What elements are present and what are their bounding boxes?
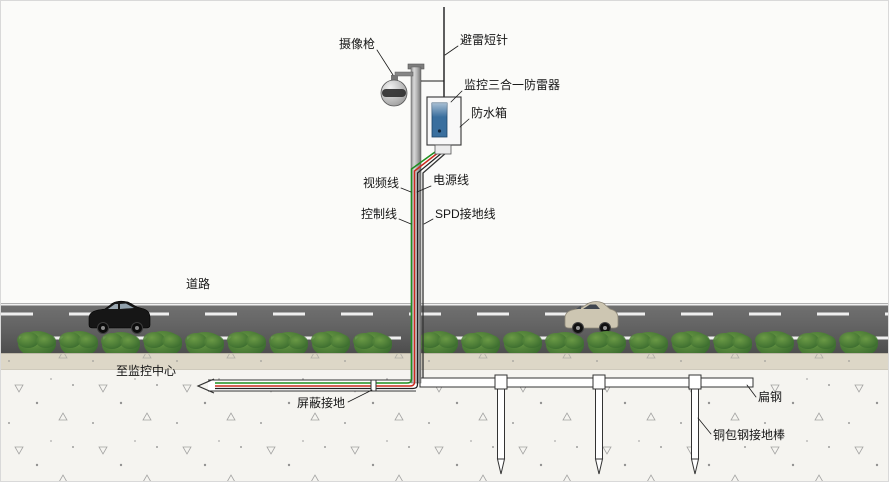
copper-rod-label: 铜包钢接地棒 [713, 427, 785, 442]
video-cable-label: 视频线 [363, 175, 399, 190]
ground-rod-2 [592, 374, 606, 475]
spd-ground-label: SPD接地线 [435, 206, 496, 221]
lightning-rod-label-leader [444, 45, 459, 56]
camera-lens-band [382, 89, 406, 97]
camera-label-leader [376, 49, 394, 76]
camera-mount [391, 75, 398, 82]
video-cable-line [215, 151, 436, 384]
video-cable-label-leader [400, 187, 412, 193]
flat-steel-bar [419, 377, 754, 388]
waterproof-box-label-leader [459, 118, 470, 128]
surge-protector-label-leader [450, 90, 463, 103]
lightning-rod [421, 7, 445, 98]
camera-arm [394, 71, 414, 77]
power-cable-label: 电源线 [433, 173, 469, 187]
control-cable-line [215, 151, 444, 390]
ground-rod-1 [494, 374, 508, 475]
waterproof-box-unit [426, 96, 462, 155]
surge-protector-label: 监控三合一防雷器 [464, 77, 560, 92]
shield-ground-label: 屏蔽接地 [297, 395, 345, 410]
ground-section [1, 369, 888, 481]
spd-ground-label-leader [423, 218, 434, 225]
flat-steel-label-leader [746, 384, 757, 398]
curb-strip [1, 353, 888, 369]
ground-rod-3 [688, 374, 702, 475]
road-label: 道路 [186, 276, 210, 291]
shield-ground-junction [370, 379, 377, 392]
power-cable-label-leader [416, 185, 432, 193]
surge-protector-led [437, 129, 442, 133]
lightning-rod-label: 避雷短针 [460, 32, 508, 47]
camera-label: 摄像枪 [339, 36, 375, 51]
labels: 摄像枪 避雷短针 监控三合一防雷器 防水箱 视频线 电源线 控制线 SPD接地线… [116, 32, 785, 442]
cable-gland-box [434, 144, 452, 155]
cable-runs [215, 151, 448, 390]
shield-ground-label-leader [347, 389, 373, 403]
power-cable-line [215, 151, 440, 387]
flat-steel-label: 扁钢 [758, 390, 782, 404]
car-black [88, 300, 151, 334]
control-cable-label: 控制线 [361, 207, 397, 221]
control-cable-label-leader [398, 218, 412, 225]
copper-rod-label-leader [697, 417, 712, 435]
surge-protector-gloss [432, 103, 447, 117]
to-center-arrow-icon [196, 378, 215, 394]
camera-unit [380, 71, 414, 107]
waterproof-box-label: 防水箱 [471, 105, 507, 120]
spd-ground-line [422, 151, 448, 378]
to-monitoring-center-label: 至监控中心 [116, 363, 176, 378]
car-silver [564, 301, 619, 334]
pole-shaft [410, 66, 422, 384]
